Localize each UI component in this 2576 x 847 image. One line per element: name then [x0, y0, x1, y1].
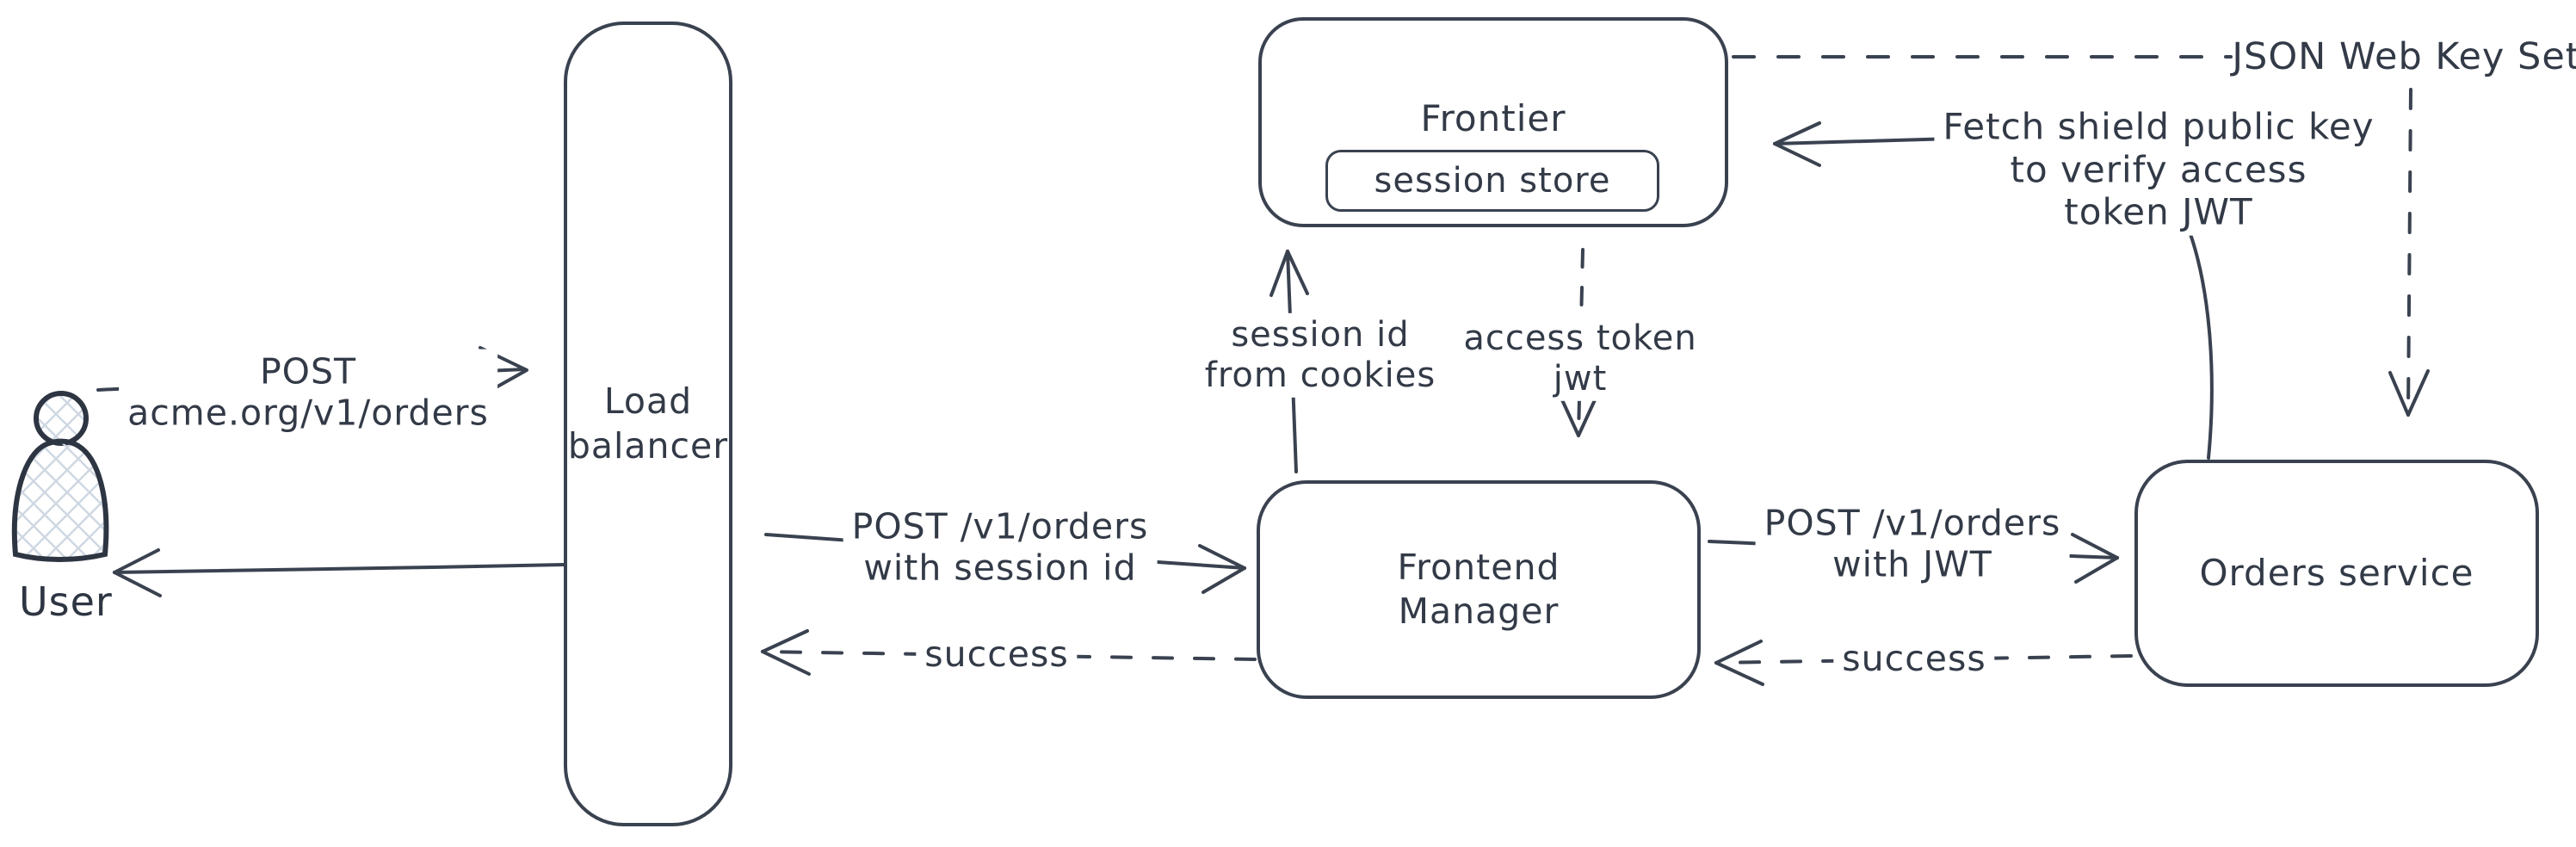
node-orders-service: Orders service	[2134, 460, 2539, 687]
edge-label-fm-to-lb-success: success	[916, 631, 1078, 677]
arrow-jwks-to-orders	[2388, 88, 2430, 417]
node-frontier: Frontier session store	[1258, 17, 1728, 227]
user-icon	[11, 391, 109, 562]
user-label: User	[19, 578, 113, 625]
frontier-label: Frontier	[1420, 97, 1566, 139]
jwks-label: JSON Web Key Set	[2232, 35, 2576, 78]
session-store-label: session store	[1374, 161, 1611, 201]
edge-label-orders-to-fm-success: success	[1833, 635, 1995, 682]
node-session-store: session store	[1325, 150, 1659, 212]
orders-service-label: Orders service	[2199, 551, 2474, 594]
arrow-lb-to-user	[113, 548, 565, 597]
